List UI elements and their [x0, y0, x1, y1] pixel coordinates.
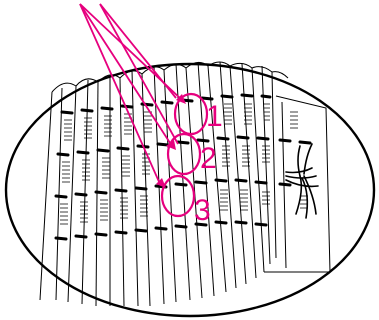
callout-label-3: 3 — [194, 194, 211, 227]
callout-label-1: 1 — [206, 100, 223, 133]
callout-label-2: 2 — [200, 142, 217, 175]
